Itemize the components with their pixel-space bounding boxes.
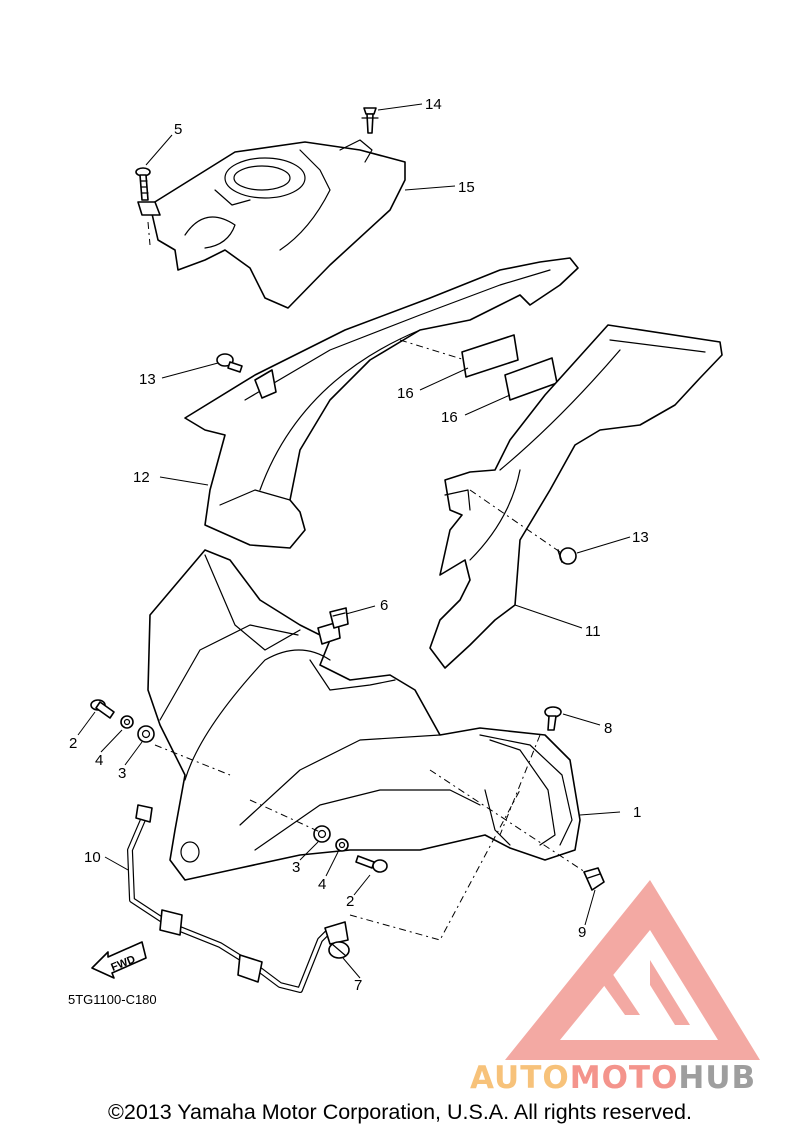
part-4-collar-lower (335, 838, 349, 852)
part-4-collar-upper (120, 715, 134, 729)
fwd-arrow: FWD (91, 941, 147, 979)
callout-3b: 3 (292, 859, 300, 876)
watermark-text: AUTOMOTOHUB (470, 1060, 756, 1096)
callout-3a: 3 (118, 765, 126, 782)
callout-7: 7 (354, 977, 362, 994)
callout-2b: 2 (346, 893, 354, 910)
callout-labels: 1 2 2 3 3 4 4 5 6 7 8 9 10 11 12 13 13 1… (69, 96, 649, 994)
watermark-inner-mark (600, 955, 690, 1025)
callout-14: 14 (425, 96, 442, 113)
part-14-pin (361, 107, 379, 134)
watermark-auto: AUTO (470, 1060, 570, 1096)
part-13-bolt-a (216, 353, 243, 373)
callout-8: 8 (604, 720, 612, 737)
part-16-sticker-a (461, 334, 519, 378)
part-1-front-fender (147, 549, 581, 881)
watermark-logo (505, 880, 760, 1060)
fwd-arrow-icon (91, 941, 147, 979)
copyright-notice: ©2013 Yamaha Motor Corporation, U.S.A. A… (108, 1100, 692, 1124)
callout-1: 1 (633, 804, 641, 821)
callout-10: 10 (84, 849, 101, 866)
diagram-code: 5TG1100-C180 (68, 992, 157, 1007)
callout-15: 15 (458, 179, 475, 196)
leader-lines (77, 103, 631, 979)
part-2-bolt-upper (90, 699, 115, 719)
watermark-hub: HUB (678, 1060, 756, 1096)
assembly-lines (147, 221, 586, 941)
callout-4a: 4 (95, 752, 103, 769)
part-12-side-cover-left (184, 257, 579, 549)
part-7-nut (328, 941, 350, 959)
part-8-bolt (544, 706, 562, 731)
part-6-clip (329, 607, 349, 629)
part-3-grommet-lower (313, 825, 331, 843)
part-13-bolt-b (557, 547, 577, 565)
callout-13b: 13 (632, 529, 649, 546)
callout-5: 5 (174, 121, 182, 138)
callout-12: 12 (133, 469, 150, 486)
callout-9: 9 (578, 924, 586, 941)
callout-11: 11 (585, 623, 601, 640)
part-3-grommet-upper (137, 725, 155, 743)
callout-16b: 16 (441, 409, 458, 426)
part-9-clip (583, 867, 605, 891)
callout-2a: 2 (69, 735, 77, 752)
part-15-top-cover (149, 139, 406, 309)
watermark-triangle-icon (505, 880, 760, 1060)
part-10-stay (127, 804, 349, 993)
part-2-bolt-lower (355, 855, 388, 873)
watermark-moto: MOTO (570, 1060, 679, 1096)
part-5-bolt (135, 167, 161, 216)
callout-4b: 4 (318, 876, 326, 893)
callout-6: 6 (380, 597, 388, 614)
callout-13a: 13 (139, 371, 156, 388)
callout-16a: 16 (397, 385, 414, 402)
part-11-side-cover-right (429, 324, 723, 669)
